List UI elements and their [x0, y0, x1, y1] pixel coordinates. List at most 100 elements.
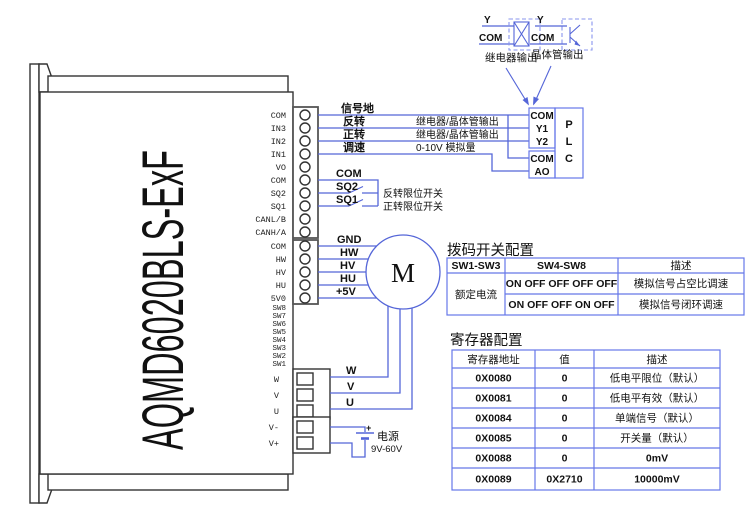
label-u: U [346, 397, 354, 409]
power-supply: + 电源 9V-60V [356, 423, 403, 455]
terminal-vminus [296, 420, 314, 434]
pin-label: VO [276, 163, 286, 173]
terminal-circle [299, 213, 311, 225]
pin-label: IN2 [271, 137, 286, 147]
hall-terminal-block [292, 239, 319, 305]
power-label: 电源 [377, 429, 399, 443]
label-w: W [346, 365, 357, 377]
reg-row-desc: 10000mV [634, 474, 680, 486]
plc-terminal-ao: AO [535, 167, 550, 178]
reg-row-addr: 0X0084 [475, 413, 511, 425]
reg-row-desc: 0mV [646, 453, 668, 465]
wire-phase-w [330, 303, 389, 378]
relay-dashed-box [508, 18, 541, 51]
transistor-com-label: COM [531, 33, 554, 44]
plc-terminal-com-top: COM [530, 111, 553, 122]
wire-analog-common [507, 115, 529, 159]
plc-block: COM Y1 Y2 COM AO P L C [528, 107, 584, 179]
pin-label: V- [269, 423, 279, 433]
pin-label: SQ1 [271, 202, 286, 212]
label-reverse-limit: 反转限位开关 [383, 187, 443, 200]
pin-label: IN1 [271, 150, 286, 160]
pin-label: IN3 [271, 124, 286, 134]
label-hv: HV [340, 260, 356, 272]
reg-header-addr: 寄存器地址 [467, 353, 520, 366]
dip-switch-table: 拨码开关配置 SW1-SW3 SW4-SW8 描述 额定电流 ON OFF OF… [446, 242, 745, 316]
label-hu: HU [340, 273, 356, 285]
transistor-dashed-box [561, 18, 593, 51]
motor-circle [365, 234, 441, 310]
reg-row-addr: 0X0085 [475, 433, 511, 445]
transistor-emitter-arrow [574, 40, 580, 46]
pin-label: HV [276, 268, 287, 278]
transistor-output-label: 晶体管输出 [531, 48, 584, 61]
pin-label: SW3 [272, 345, 286, 353]
reg-row-desc: 低电平有效（默认） [610, 392, 705, 405]
pin-label: V [274, 391, 280, 401]
dip-row2-sw48: ON OFF OFF ON OFF [508, 299, 615, 311]
label-forward-limit: 正转限位开关 [383, 200, 443, 213]
reg-header-desc: 描述 [647, 353, 668, 366]
phase-terminal-block [292, 368, 331, 420]
dip-header-sw48: SW4-SW8 [537, 260, 586, 272]
pin-label: CANL/B [255, 215, 286, 225]
reg-header-value: 值 [559, 353, 570, 366]
wire-limit-common [318, 179, 379, 206]
power-terminal-block [292, 416, 331, 454]
device-bottom-flange [47, 473, 289, 491]
reg-row-addr: 0X0080 [475, 373, 511, 385]
pin-label: COM [271, 176, 286, 186]
register-table-grid [452, 350, 720, 490]
relay-y-label: Y [484, 15, 491, 26]
reg-row-addr: 0X0089 [475, 474, 511, 486]
dip-header-sw13: SW1-SW3 [451, 260, 500, 272]
relay-com-label: COM [479, 33, 502, 44]
terminal-circle [299, 135, 311, 147]
reg-row-value: 0 [562, 433, 568, 445]
pin-label: SW2 [272, 353, 286, 361]
label-gnd: GND [337, 234, 362, 246]
terminal-circle [299, 187, 311, 199]
pin-label: SW5 [272, 329, 286, 337]
dip-pin-labels: SW8 SW7 SW6 SW5 SW4 SW3 SW2 SW1 [272, 305, 286, 369]
label-sq1: SQ1 [336, 194, 358, 206]
label-sq2: SQ2 [336, 181, 358, 193]
label-analog: 0-10V 模拟量 [416, 141, 475, 154]
register-table-border [451, 349, 721, 491]
register-table: 寄存器配置 寄存器地址 值 描述 0X0080 0 低电平限位（默认） 0X00… [450, 331, 721, 491]
reg-row-value: 0 [562, 393, 568, 405]
terminal-circle [299, 253, 311, 265]
wire-vminus [330, 426, 366, 432]
relay-callout-line [505, 67, 529, 105]
terminal-circle [299, 122, 311, 134]
pin-label: SQ2 [271, 189, 286, 199]
label-5v: +5V [336, 286, 357, 298]
heatsink-bar [29, 63, 40, 504]
output-legend: Y COM Y COM 继电器输出 晶体管输出 [479, 15, 593, 106]
motor-symbol: M [391, 258, 415, 288]
device-top-flange [47, 75, 289, 94]
plc-body-box [554, 107, 584, 179]
io-pin-labels: COM IN3 IN2 IN1 VO COM SQ2 SQ1 CANL/B CA… [255, 111, 287, 238]
label-relay-transistor-2: 继电器/晶体管输出 [416, 128, 499, 141]
pin-label: COM [271, 242, 286, 252]
terminal-circle [299, 174, 311, 186]
relay-callout-arrowhead [522, 97, 529, 106]
label-relay-transistor-1: 继电器/晶体管输出 [416, 115, 499, 128]
reg-row-value: 0 [562, 453, 568, 465]
plc-letter-p: P [565, 119, 572, 131]
plc-terminal-y1: Y1 [536, 124, 549, 135]
pin-label: SW1 [272, 361, 286, 369]
pin-label: SW4 [272, 337, 286, 345]
device-model-label: AQMD6020BLS-ExF [131, 150, 196, 450]
device-body [39, 91, 294, 475]
relay-output-label: 继电器输出 [485, 51, 538, 64]
plc-letter-c: C [565, 153, 573, 165]
dip-header-desc: 描述 [671, 259, 692, 272]
terminal-w [296, 372, 314, 386]
transistor-glyph [569, 24, 581, 47]
relay-coil-x [513, 21, 530, 47]
reg-row-desc: 开关量（默认） [620, 432, 694, 445]
motor: M [365, 234, 441, 310]
terminal-circle [299, 226, 311, 238]
